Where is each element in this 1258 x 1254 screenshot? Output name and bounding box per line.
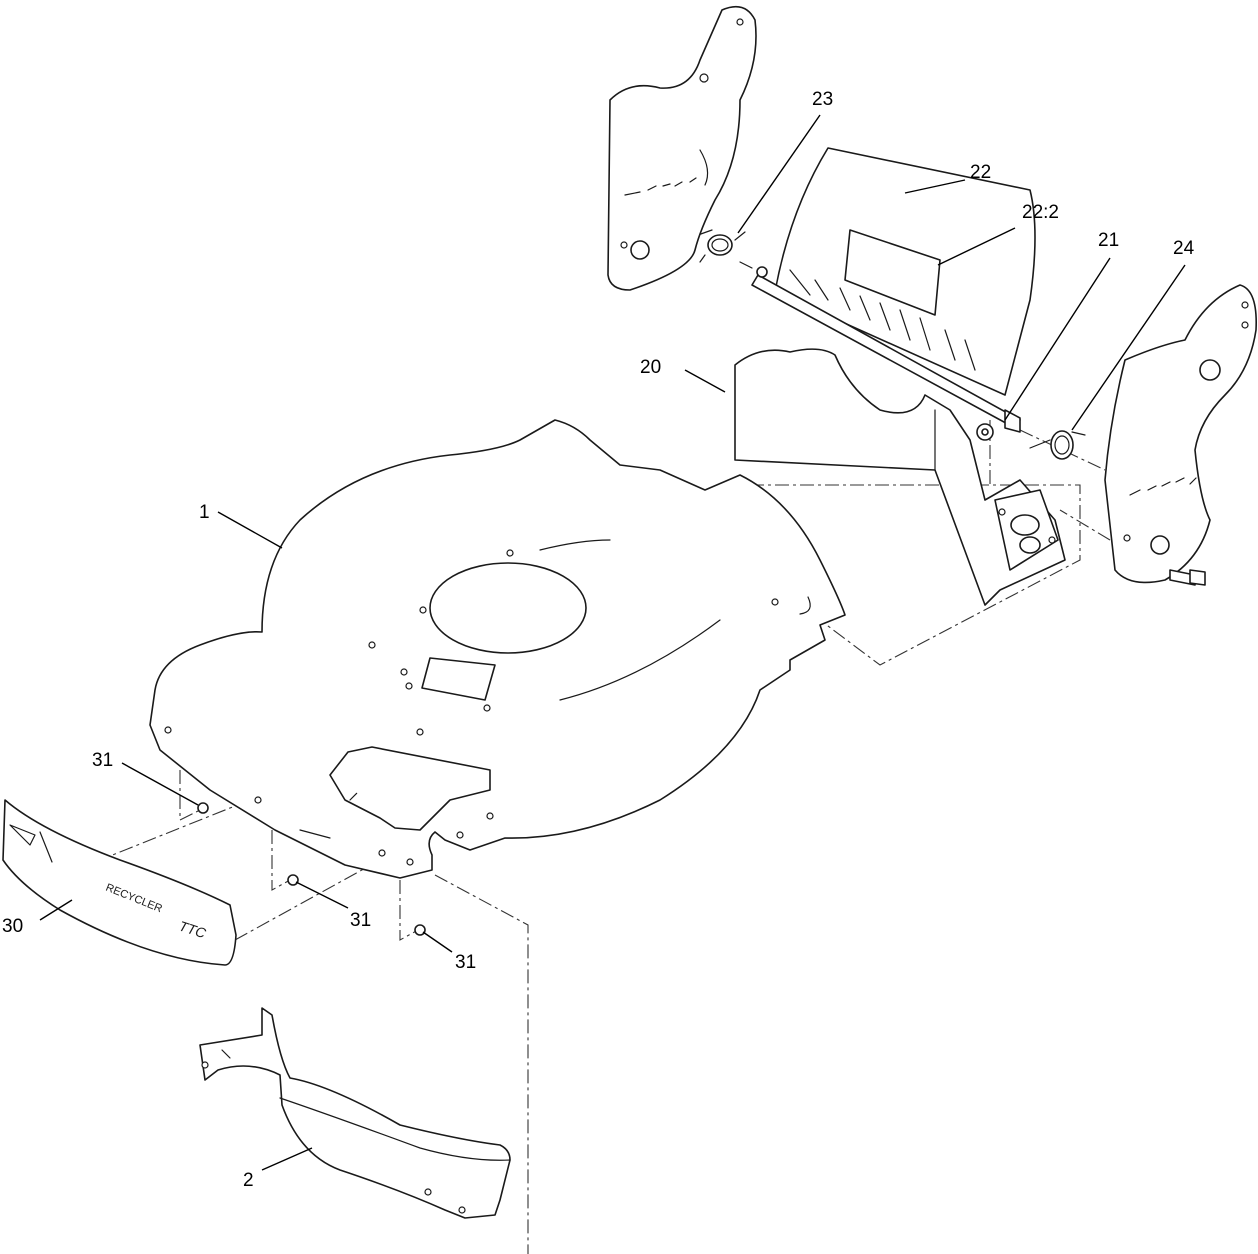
callout-31-middle: 31 [350, 910, 371, 931]
front-bumper: RECYCLER TTC [2, 799, 237, 966]
rear-baffle [199, 1007, 511, 1219]
callout-2: 2 [243, 1170, 254, 1191]
mower-deck [149, 419, 846, 879]
left-hinge-bracket [607, 5, 757, 291]
fasteners [197, 802, 426, 936]
bolt-31c [414, 924, 426, 936]
bolt-31a [197, 802, 209, 814]
bolt-31b [287, 874, 299, 886]
right-hinge-bracket [1104, 284, 1257, 586]
callout-23: 23 [812, 89, 833, 110]
torsion-spring-right [1029, 430, 1086, 460]
callouts: 1 20 21 22 22:2 23 24 31 30 31 31 2 [2, 89, 1195, 1191]
callout-22: 22 [970, 162, 991, 183]
torsion-spring-left [697, 229, 753, 269]
leader-lines [39, 114, 1186, 1171]
callout-31-bottom: 31 [455, 952, 476, 973]
callout-1: 1 [199, 502, 210, 523]
grass-chute [734, 348, 1066, 606]
callout-30: 30 [2, 916, 23, 937]
callout-20: 20 [640, 357, 661, 378]
rear-flap [751, 147, 1036, 429]
callout-22-2: 22:2 [1022, 202, 1059, 223]
callout-31-top: 31 [92, 750, 113, 771]
callout-24: 24 [1173, 238, 1195, 259]
callout-21: 21 [1098, 230, 1119, 251]
